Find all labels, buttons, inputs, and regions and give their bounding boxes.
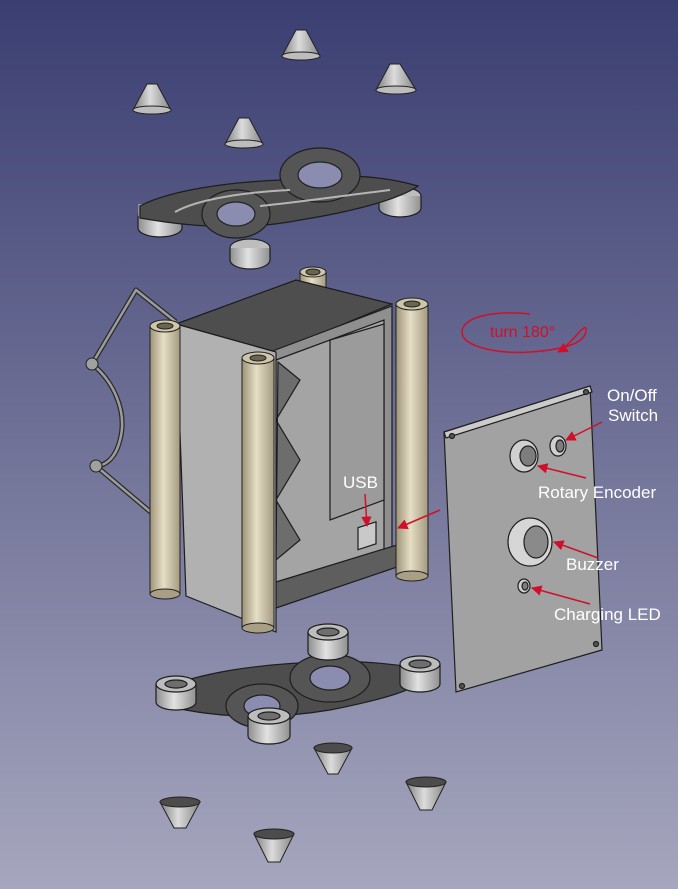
rod-left (149, 319, 181, 600)
cone-bottom-1 (313, 742, 353, 775)
buzzer-arrow (553, 540, 599, 559)
cone-bottom-4 (253, 828, 295, 863)
buzzer-label: Buzzer (566, 555, 619, 574)
rod-front (241, 351, 275, 634)
rods-front (149, 297, 429, 634)
annotation-arrows (361, 312, 603, 605)
rotary-encoder-hole (509, 439, 539, 473)
rotary-encoder-label: Rotary Encoder (538, 483, 656, 502)
cone-top-2 (375, 63, 417, 95)
turn-rotation-arrow (461, 312, 587, 354)
rod-right (395, 297, 429, 582)
top-foot-cones (132, 29, 417, 149)
cone-top-4 (224, 117, 264, 149)
on-off-switch-hole (549, 435, 567, 457)
bracket-bushing-1 (155, 675, 197, 711)
bottom-foot-cones (159, 742, 447, 863)
turn-label: turn 180° (490, 324, 555, 341)
cone-top-3 (132, 83, 172, 115)
charging-led-label: Charging LED (554, 605, 661, 624)
bracket-bushing-3 (307, 623, 349, 661)
on-off-label-line2: Switch (608, 406, 658, 425)
rotary-encoder-arrow (536, 463, 587, 479)
front-panel (443, 385, 603, 693)
charging-led-hole (517, 578, 531, 594)
cone-bottom-3 (159, 796, 201, 829)
usb-label: USB (343, 473, 378, 492)
buzzer-hole (507, 517, 553, 567)
cone-top-1 (281, 29, 321, 61)
on-off-switch-arrow (565, 421, 603, 441)
usb-opening-arrow (397, 509, 441, 530)
bracket-bushing-2 (399, 655, 441, 693)
cone-bottom-2 (405, 776, 447, 811)
bottom-bracket (155, 623, 441, 745)
charging-led-arrow (530, 585, 591, 605)
usb-arrow (361, 493, 372, 528)
wire-handle (85, 287, 178, 522)
bracket-bushing-4 (247, 707, 291, 745)
on-off-label-line1: On/Off (607, 386, 657, 405)
top-bracket (137, 147, 422, 270)
